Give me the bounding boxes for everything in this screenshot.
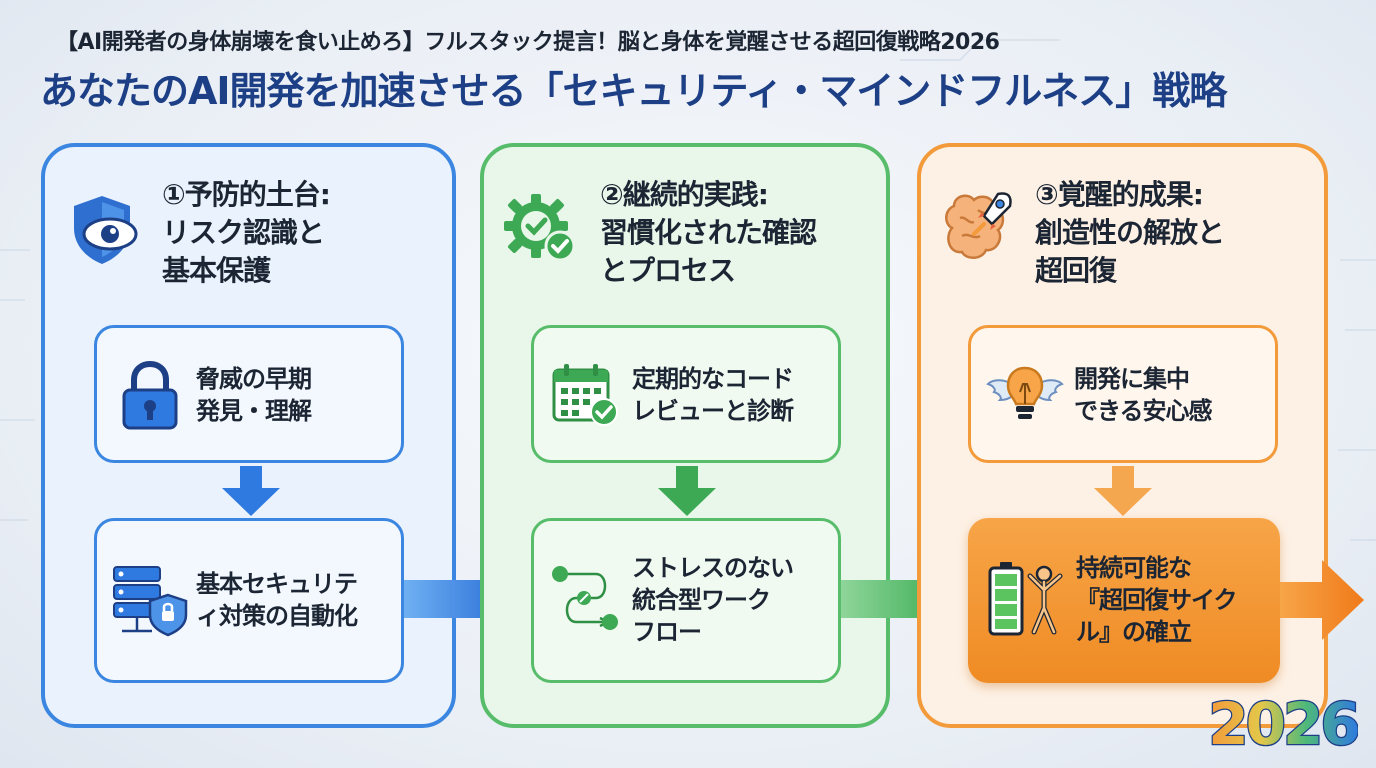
page-subtitle: 【AI開発者の身体崩壊を食い止めろ】フルスタック提言！脳と身体を覚醒させる超回復…: [56, 30, 1000, 55]
card-2-2-text: ストレスのない 統合型ワーク フロー: [632, 554, 794, 646]
workflow-icon: [552, 566, 618, 630]
card-2-1-text: 定期的なコード レビューと診断: [632, 365, 794, 425]
column-2-heading: ②継続的実践: 習慣化された確認 とプロセス: [600, 178, 817, 287]
right-arrow-final: [1280, 560, 1364, 640]
card-3-1-text: 開発に集中 できる安心感: [1074, 365, 1213, 425]
card-workflow: [531, 518, 841, 683]
down-arrow-3: [1094, 466, 1152, 516]
down-arrow-1: [222, 466, 280, 516]
year-badge-text: 2026: [1208, 690, 1358, 754]
server-shield-icon: [113, 566, 188, 637]
battery-person-icon: [988, 562, 1063, 636]
gear-check-icon: [504, 194, 576, 262]
winged-lightbulb-icon: [986, 366, 1064, 419]
down-arrow-2: [658, 466, 716, 516]
card-1-2-text: 基本セキュリテ ィ対策の自動化: [196, 570, 358, 630]
brain-rocket-icon: [945, 192, 1012, 259]
padlock-icon: [122, 360, 178, 430]
card-3-2-text: 持続可能な 『超回復サイク ル』の確立: [1076, 554, 1238, 646]
column-1-heading: ①予防的土台: リスク認識と 基本保護: [162, 178, 331, 287]
page-title: あなたのAI開発を加速させる「セキュリティ・マインドフルネス」戦略: [40, 69, 1227, 113]
year-badge: 2026: [1208, 690, 1358, 754]
card-1-1-text: 脅威の早期 発見・理解: [196, 365, 312, 425]
calendar-check-icon: [552, 364, 618, 426]
column-3-heading: ③覚醒的成果: 創造性の解放と 超回復: [1035, 178, 1225, 287]
card-auto-security: [94, 518, 404, 683]
shield-eye-icon: [74, 196, 138, 264]
